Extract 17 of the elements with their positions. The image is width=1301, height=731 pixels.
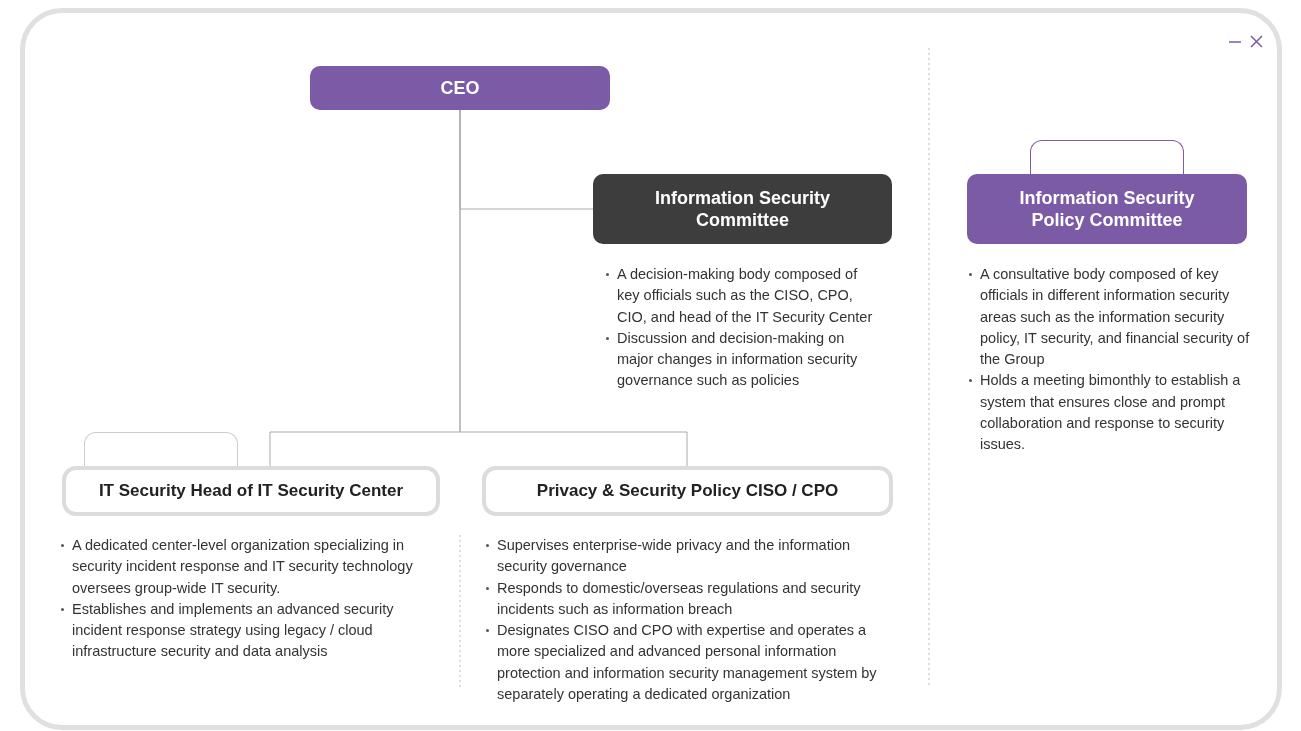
bullet-text: A consultative body composed of key officials in different information security areas such as the information security policy, IT security, and financial security of the Group xyxy=(980,266,1250,368)
bullet-text: Discussion and decision-making on major changes in information security governance such as policies xyxy=(617,329,858,389)
bullet-text: Establishes and implements an advanced security incident response strategy using legacy / cloud infrastructure security and data analysis xyxy=(72,600,394,660)
tab xyxy=(84,432,238,466)
bullet-text: A dedicated center-level organization specializing in security incident response and IT security technology oversees group-wide IT security. xyxy=(72,537,413,596)
role-box: Privacy & Security Policy CISO / CPO xyxy=(482,466,893,516)
committee-box: Information Security Policy Committee xyxy=(967,174,1247,244)
bullet-text: Holds a meeting bimonthly to establish a system that ensures close and prompt collaboration and response to security issues. xyxy=(980,372,1241,453)
bullet-text: Designates CISO and CPO with expertise and operates a more specialized and advanced personal information protection and information security management system by separately operating a dedicated organization xyxy=(497,622,877,703)
connector-line xyxy=(459,109,688,467)
bullet-text: A decision-making body composed of key officials such as the CISO, CPO, CIO, and head of the IT Security Center xyxy=(617,266,873,325)
tab xyxy=(1030,140,1184,174)
committee-box: Information Security Committee xyxy=(593,174,892,244)
role-box: IT Security Head of IT Security Center xyxy=(62,466,440,516)
bullet-text: Responds to domestic/overseas regulations and security incidents such as information breach xyxy=(497,579,861,617)
title-box: CEO xyxy=(310,66,610,110)
bullet-text: Supervises enterprise-wide privacy and the information security governance xyxy=(497,537,850,575)
